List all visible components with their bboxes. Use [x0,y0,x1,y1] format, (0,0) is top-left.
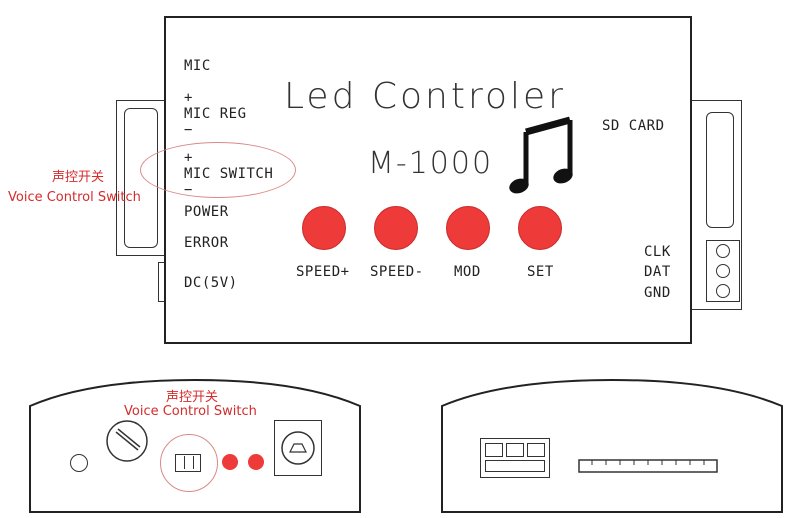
annotation-top-cn: 声控开关 [52,170,105,185]
label-mic-reg-plus: + [184,90,193,106]
speed-minus-button[interactable] [374,206,418,250]
voice-switch-highlight [160,434,218,492]
right-bracket-inner [706,112,734,228]
music-note-icon [509,116,573,194]
label-power: POWER [184,204,229,220]
controller-model: M-1000 [368,146,494,181]
output-terminal-base [485,460,545,472]
label-dc: DC(5V) [184,275,238,291]
mic-hole [70,454,88,472]
set-label: SET [527,264,554,280]
back-panel-outline [441,378,783,513]
output-terminal-pin-2 [506,443,524,457]
speed-plus-label: SPEED+ [296,264,350,280]
label-mic-reg-minus: − [184,122,193,138]
terminal-screw-gnd [716,284,730,298]
dc-jack-socket [281,431,315,465]
mod-label: MOD [454,264,481,280]
label-dat: DAT [644,264,671,280]
mod-button[interactable] [446,206,490,250]
set-button[interactable] [518,206,562,250]
controller-title: Led Controler [284,76,566,117]
mic-reg-knob[interactable] [104,418,150,464]
mic-switch-highlight [140,142,296,198]
annotation-top-en: Voice Control Switch [8,190,141,205]
speed-minus-label: SPEED- [370,264,424,280]
label-gnd: GND [644,285,671,301]
terminal-screw-dat [716,264,730,278]
label-sd-card: SD CARD [602,118,665,134]
terminal-screw-clk [716,244,730,258]
power-led [222,454,238,470]
label-error: ERROR [184,235,229,251]
label-clk: CLK [644,244,671,260]
label-mic: MIC [184,58,211,74]
annotation-bottom-cn: 声控开关 [166,390,219,405]
label-mic-reg: MIC REG [184,106,247,122]
annotation-bottom-en: Voice Control Switch [124,404,257,419]
sd-card-slot [578,459,718,473]
voice-control-switch[interactable] [175,454,201,472]
output-terminal-pin-1 [485,443,503,457]
switch-slider [184,456,194,469]
speed-plus-button[interactable] [302,206,346,250]
output-terminal-pin-3 [527,443,545,457]
error-led [248,454,264,470]
